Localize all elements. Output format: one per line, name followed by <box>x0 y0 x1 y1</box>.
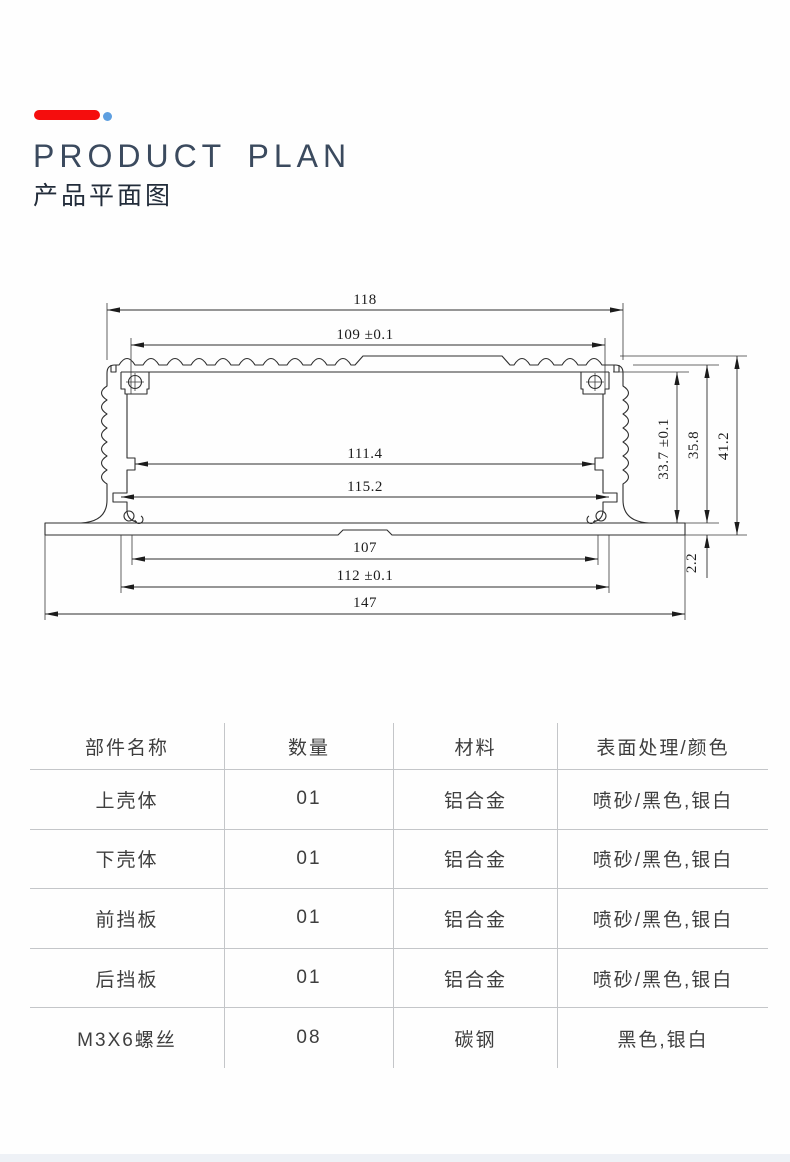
dimension-base-inner-width: 107 <box>132 540 598 562</box>
cell-part-name: 前挡板 <box>30 889 224 949</box>
upper-shell-profile <box>80 355 650 524</box>
technical-drawing: 118 109 ±0.1 111.4 115.2 <box>35 268 755 630</box>
dim-label-top-inner-width: 109 ±0.1 <box>336 327 393 343</box>
dimension-cavity-height: 33.7 ±0.1 <box>656 372 680 523</box>
screw-boss-top-right <box>580 372 610 395</box>
cell-material: 碳钢 <box>393 1008 557 1068</box>
dim-label-base-inner-width: 107 <box>353 540 377 556</box>
page-subtitle: 产品平面图 <box>33 182 174 210</box>
dim-label-base-width: 147 <box>353 595 377 611</box>
dim-label-cavity-width: 111.4 <box>347 446 382 462</box>
col-header-part-name: 部件名称 <box>30 723 224 770</box>
cell-part-name: M3X6螺丝 <box>77 1029 177 1051</box>
cell-part-name: 上壳体 <box>30 770 224 830</box>
page-title: PRODUCT PLAN <box>33 138 352 174</box>
cell-part-name: 下壳体 <box>30 830 224 890</box>
dimension-base-width: 147 <box>45 595 685 617</box>
cell-quantity: 01 <box>224 770 393 830</box>
dim-label-total-height: 41.2 <box>716 432 732 460</box>
col-header-quantity: 数量 <box>224 723 393 770</box>
dim-label-base-slot-width: 112 ±0.1 <box>337 568 394 584</box>
cell-quantity: 01 <box>224 948 393 1009</box>
cell-quantity: 01 <box>224 889 393 949</box>
dim-label-cavity-height: 33.7 ±0.1 <box>656 418 672 479</box>
dimension-total-height: 41.2 <box>716 356 740 535</box>
dimension-cavity-width: 111.4 <box>135 446 595 467</box>
cell-material: 铝合金 <box>393 770 557 830</box>
cell-finish: 喷砂/黑色,银白 <box>557 889 768 949</box>
dim-label-base-thickness: 2.2 <box>684 553 700 573</box>
extension-lines <box>44 303 747 620</box>
dim-label-shell-height: 35.8 <box>686 431 702 459</box>
dimension-shell-height: 35.8 <box>686 365 710 523</box>
base-plate-profile <box>44 522 686 536</box>
cell-finish: 喷砂/黑色,银白 <box>557 829 768 890</box>
dimension-top-inner-width: 109 ±0.1 <box>131 327 605 348</box>
parts-table: 部件名称 数量 材料 表面处理/颜色 上壳体 01 铝合金 喷砂/黑色,银白 下… <box>30 723 768 1068</box>
cell-material: 铝合金 <box>393 829 557 890</box>
dim-label-top-width: 118 <box>353 292 376 308</box>
screw-boss-top-left <box>120 372 150 395</box>
cell-quantity: 01 <box>224 829 393 890</box>
cell-finish: 喷砂/黑色,银白 <box>557 948 768 1009</box>
cell-quantity: 08 <box>224 1008 393 1068</box>
col-header-finish: 表面处理/颜色 <box>557 723 768 770</box>
dimension-base-slot-width: 112 ±0.1 <box>121 568 609 590</box>
accent-dot <box>103 112 112 121</box>
cell-material: 铝合金 <box>393 889 557 949</box>
dimension-top-width: 118 <box>107 292 623 313</box>
dimension-base-thickness: 2.2 <box>684 535 710 578</box>
col-header-material: 材料 <box>393 723 557 770</box>
cell-finish: 喷砂/黑色,银白 <box>557 770 768 830</box>
cell-part-name: 后挡板 <box>30 949 224 1009</box>
dim-label-groove-width: 115.2 <box>347 479 383 495</box>
bottom-section-divider <box>0 1154 790 1162</box>
cell-material: 铝合金 <box>393 948 557 1009</box>
cell-finish: 黑色,银白 <box>557 1008 768 1068</box>
dimension-groove-width: 115.2 <box>121 479 609 500</box>
accent-bar <box>34 110 100 120</box>
